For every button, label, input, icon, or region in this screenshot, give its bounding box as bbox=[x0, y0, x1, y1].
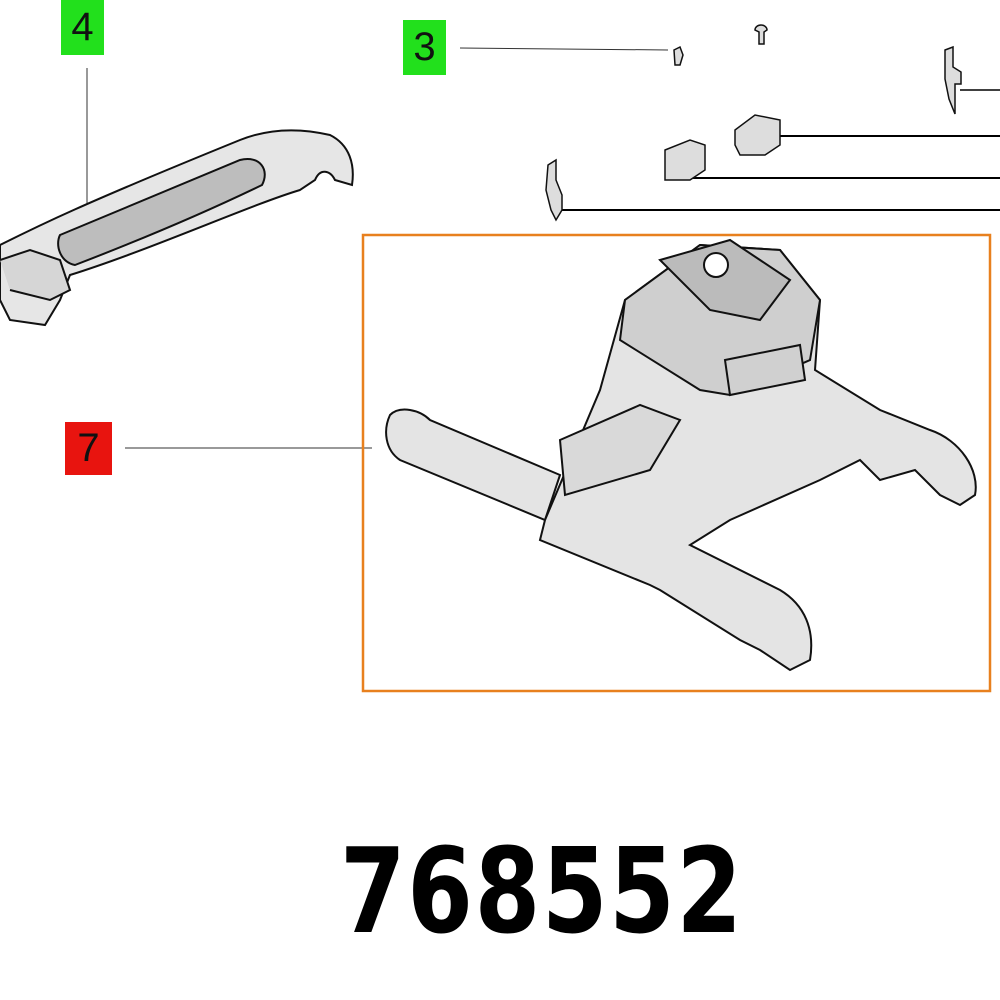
clip-part-b bbox=[734, 114, 781, 156]
callout-label: 3 bbox=[413, 25, 436, 69]
highlight-frame bbox=[361, 233, 992, 693]
callout-7[interactable]: 7 bbox=[65, 422, 112, 475]
base-part-7 bbox=[385, 238, 977, 672]
switch-part bbox=[944, 45, 962, 115]
clip-part-c bbox=[664, 139, 706, 181]
contact-part-d bbox=[545, 158, 563, 222]
screw-part bbox=[754, 24, 768, 45]
callout-3[interactable]: 3 bbox=[403, 20, 446, 75]
callout-label: 7 bbox=[77, 426, 100, 470]
leader-line-3 bbox=[459, 47, 669, 51]
part-number: 768552 bbox=[340, 822, 744, 960]
small-parts bbox=[545, 24, 962, 222]
screw-part-3 bbox=[673, 45, 684, 66]
handle-part-4 bbox=[0, 129, 354, 327]
callout-label: 4 bbox=[71, 5, 94, 49]
callout-4[interactable]: 4 bbox=[61, 0, 104, 55]
